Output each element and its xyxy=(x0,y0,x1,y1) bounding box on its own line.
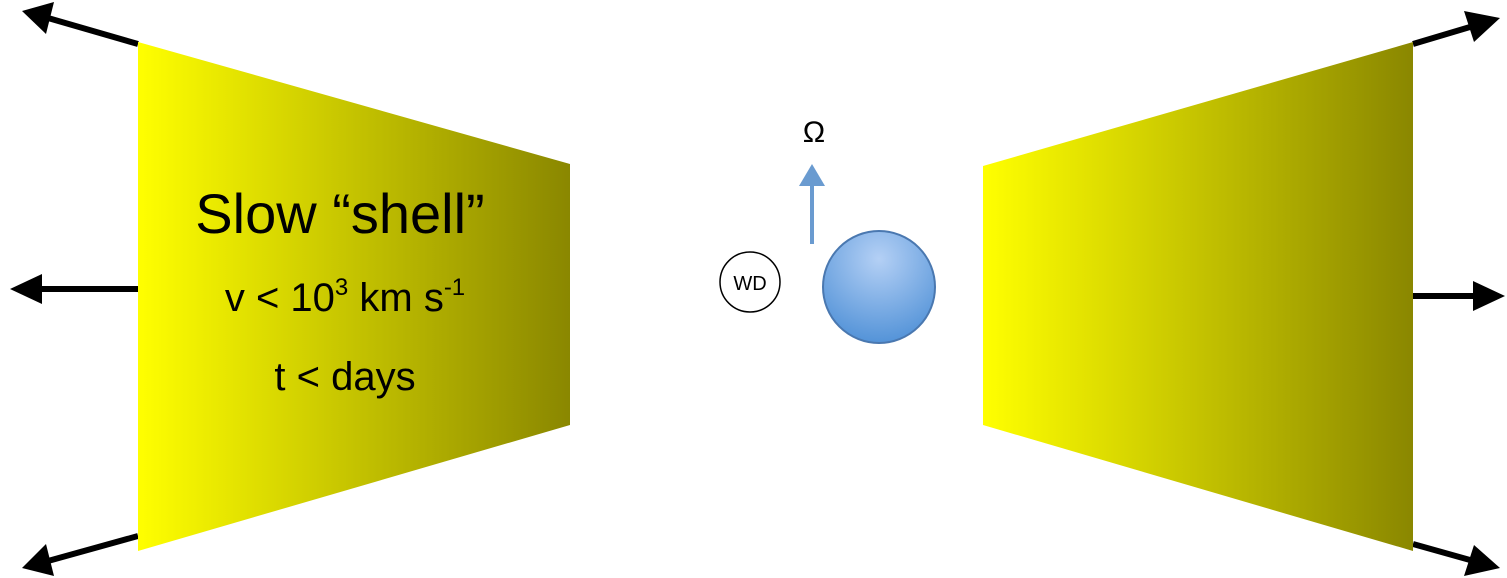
arrowhead-left-top xyxy=(22,2,54,34)
arrow-left-top xyxy=(47,15,139,47)
arrow-left-bottom xyxy=(47,533,139,564)
arrow-right-bottom xyxy=(1412,541,1471,563)
velocity-unit-exponent: -1 xyxy=(444,274,465,301)
expansion-arrows-left xyxy=(10,2,140,576)
arrowhead-right-middle xyxy=(1473,281,1505,311)
shell-time: t < days xyxy=(274,355,415,399)
expansion-arrows-right xyxy=(1412,11,1505,576)
arrowhead-right-bottom xyxy=(1464,545,1500,576)
rotation-symbol: Ω xyxy=(803,116,825,149)
white-dwarf-star xyxy=(822,230,936,344)
arrowhead-left-middle xyxy=(10,274,42,304)
shell-left xyxy=(138,42,570,551)
arrowhead-right-top xyxy=(1464,11,1500,42)
rotation-arrowhead xyxy=(799,164,825,186)
velocity-prefix: v < 10 xyxy=(225,276,335,320)
wd-label-circle xyxy=(719,251,781,313)
shell-right xyxy=(983,42,1413,551)
wd-label: WD xyxy=(733,273,766,295)
shell-title: Slow “shell” xyxy=(195,182,484,245)
shell-velocity: v < 103 km s-1 xyxy=(225,274,465,320)
arrowhead-left-bottom xyxy=(22,544,54,576)
arrow-right-top xyxy=(1412,24,1471,47)
velocity-unit: km s xyxy=(348,276,444,320)
velocity-exponent: 3 xyxy=(335,274,348,301)
